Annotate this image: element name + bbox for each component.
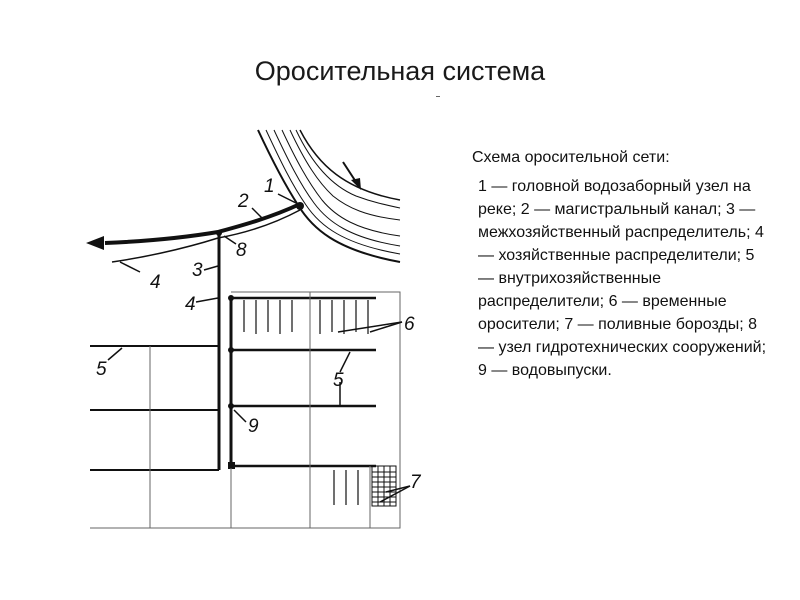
river-bank-inner [299, 129, 401, 201]
label-8: 8 [236, 240, 247, 261]
diagram-labels: 1 2 8 3 4 4 5 5 6 7 9 [96, 176, 422, 493]
label-9: 9 [248, 416, 259, 437]
temporary-sprinklers [243, 300, 369, 505]
canal-arrow-head [86, 236, 104, 250]
label-2: 2 [237, 191, 249, 212]
diagram-caption: Схема оросительной сети: [472, 149, 670, 166]
page-title: Оросительная система [254, 56, 546, 86]
label-1: 1 [264, 176, 275, 197]
irrigation-furrows [371, 465, 397, 507]
outlet-node-3 [228, 403, 234, 409]
canal-network [86, 202, 376, 471]
leader-6a [337, 321, 403, 333]
label-3: 3 [192, 260, 203, 281]
field-boundaries [90, 291, 401, 529]
leader-2 [251, 207, 263, 219]
leader-5-right [339, 351, 351, 373]
flow-arrow-head [351, 178, 361, 190]
label-7: 7 [410, 472, 422, 493]
diagram-legend: 1 — головной водозаборный узел на реке; … [478, 178, 767, 379]
leader-9 [233, 409, 247, 423]
label-5-right: 5 [333, 370, 344, 391]
leader-7a [385, 485, 411, 493]
label-4-lower: 4 [150, 272, 161, 293]
leader-6b [369, 321, 403, 333]
river-hatching [265, 129, 401, 255]
leader-3 [203, 265, 219, 271]
decorative-dash [436, 96, 440, 97]
outlet-node-2 [228, 347, 234, 353]
label-6: 6 [404, 314, 415, 335]
leader-7b [379, 485, 411, 503]
outlet-node-4 [228, 462, 235, 469]
leader-8 [223, 235, 237, 245]
leader-4-upper [195, 297, 219, 303]
diagram-description: Схема оросительной сети: 1 — головной во… [472, 146, 772, 382]
river [257, 129, 401, 263]
label-5-left: 5 [96, 359, 107, 380]
leader-5-left [107, 347, 123, 361]
leader-1 [277, 193, 299, 205]
main-canal-outer-line [111, 209, 301, 263]
leader-lines [107, 193, 411, 503]
label-4-upper: 4 [185, 294, 196, 315]
leader-4-lower [119, 261, 141, 273]
